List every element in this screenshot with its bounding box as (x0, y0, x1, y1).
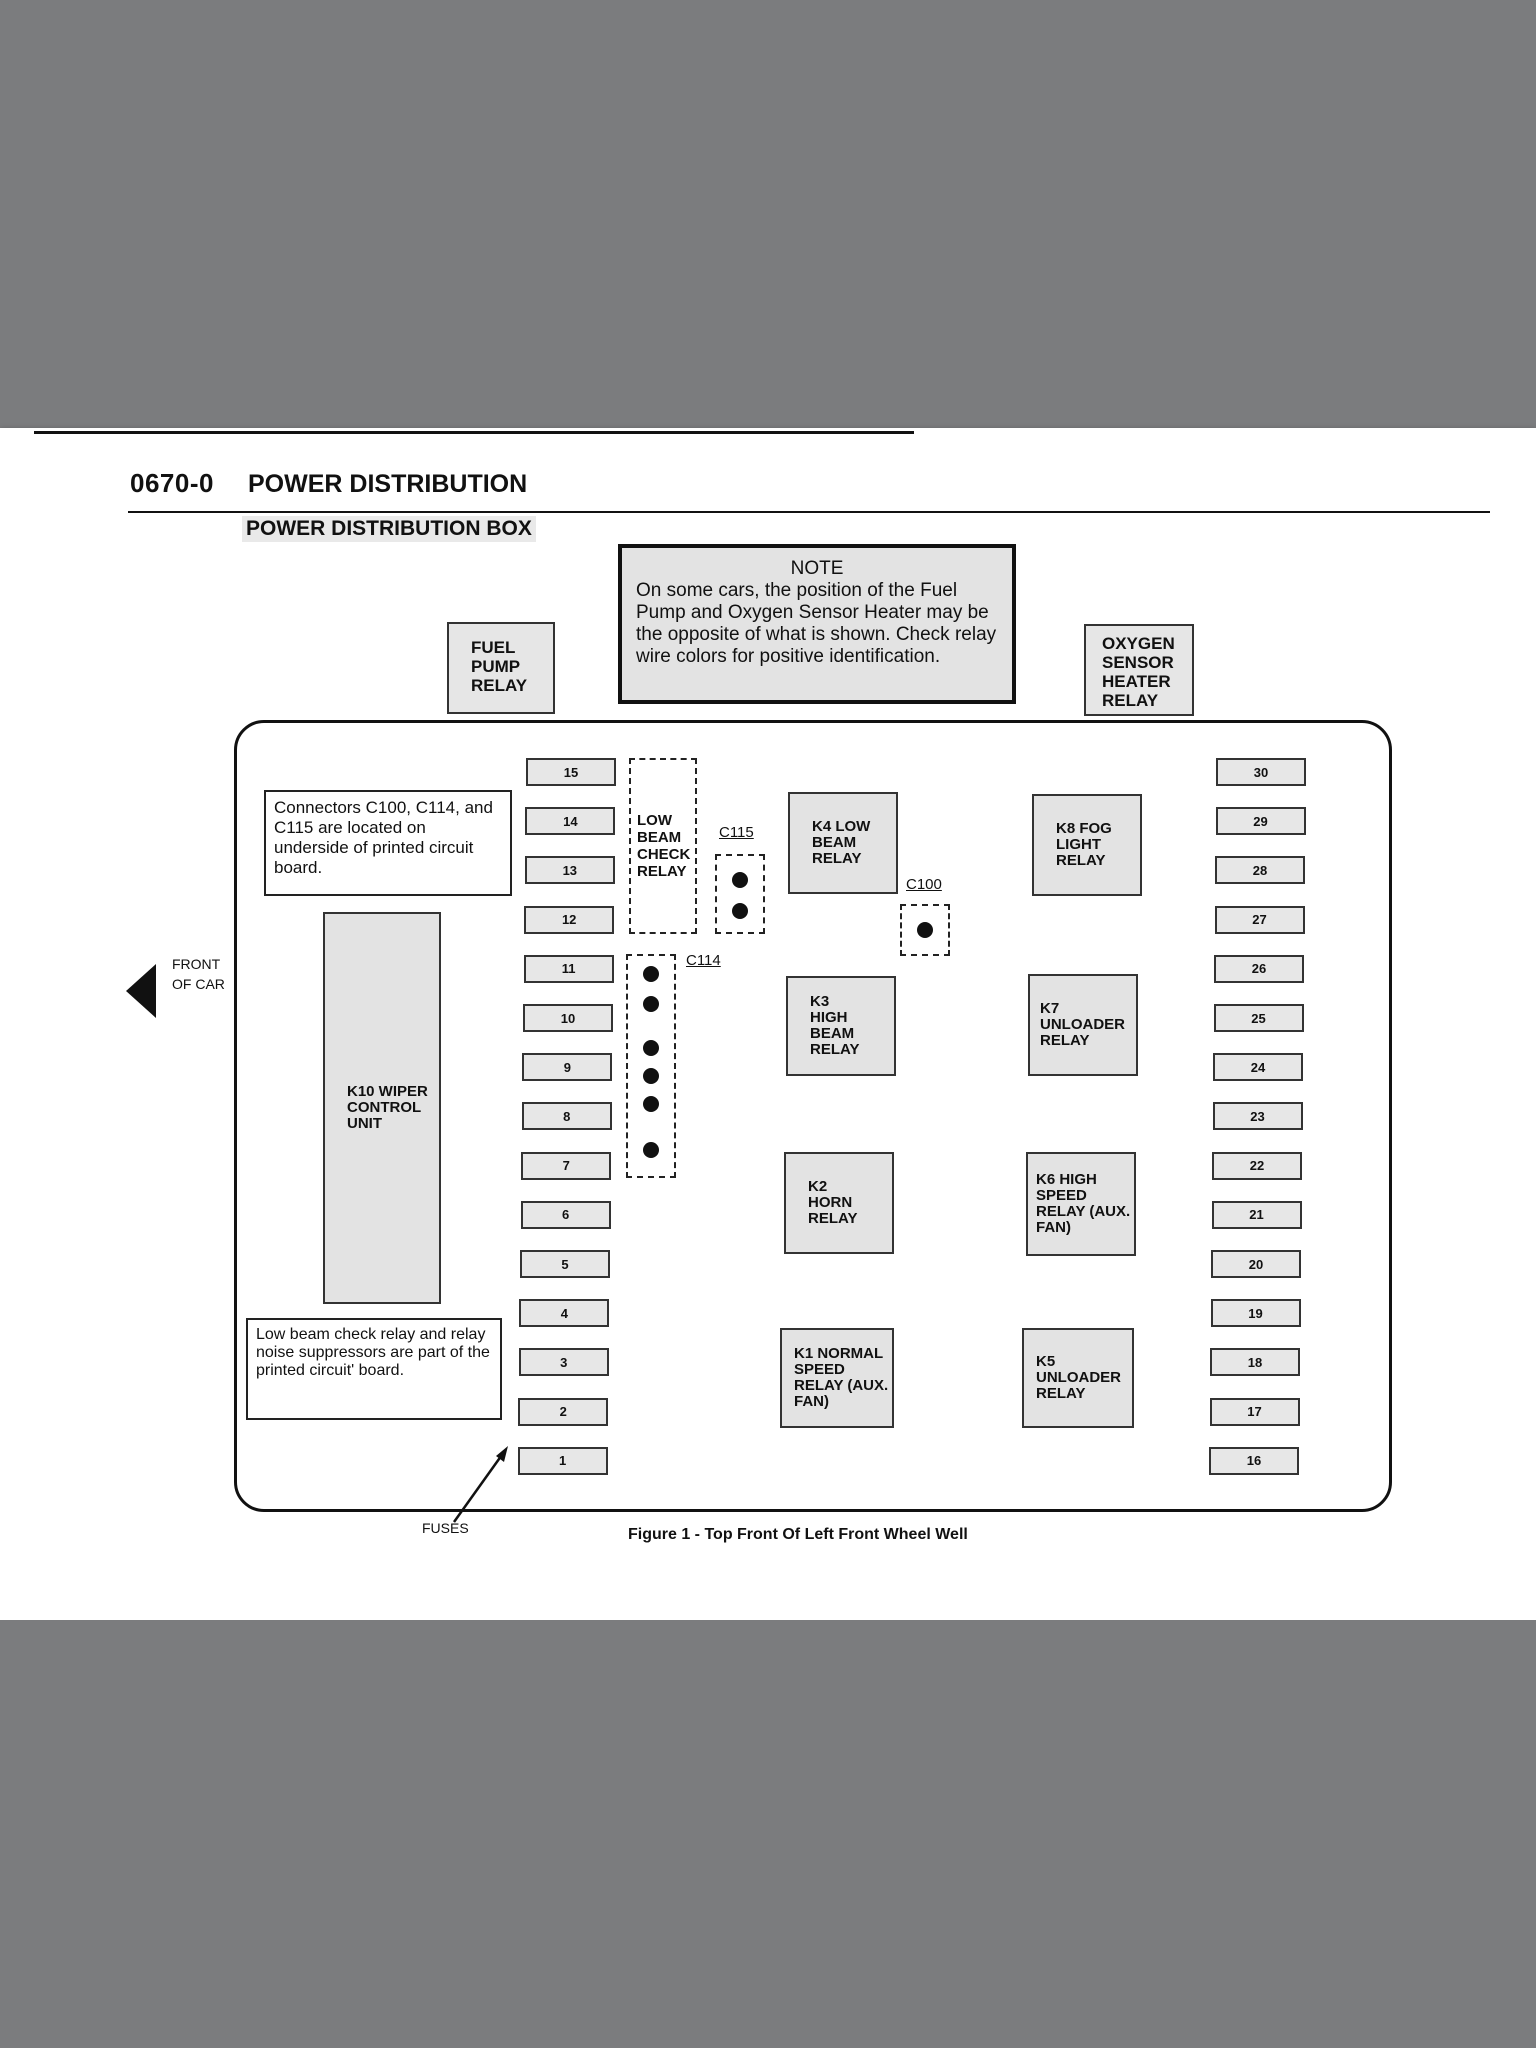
header-rule (128, 511, 1490, 513)
k7-unloader-relay: K7 UNLOADER RELAY (1028, 974, 1138, 1076)
c114-pin (643, 1096, 659, 1112)
fuse-28: 28 (1215, 856, 1305, 885)
page-subtitle: POWER DISTRIBUTION BOX (242, 516, 536, 542)
k10-label: K10 WIPER CONTROL UNIT (347, 1083, 428, 1132)
fuse-12: 12 (524, 905, 615, 934)
fuse-9: 9 (522, 1053, 613, 1082)
fuse-5: 5 (520, 1250, 610, 1278)
figure-caption: Figure 1 - Top Front Of Left Front Wheel… (628, 1526, 968, 1543)
fuel-pump-relay: FUEL PUMP RELAY (447, 622, 555, 714)
k1-normal-speed-relay: K1 NORMAL SPEED RELAY (AUX. FAN) (780, 1328, 894, 1428)
k1-label: K1 NORMAL SPEED RELAY (AUX. FAN) (794, 1345, 889, 1410)
fuse-24: 24 (1213, 1053, 1303, 1082)
fuse-22: 22 (1212, 1151, 1302, 1180)
fuse-6: 6 (520, 1200, 611, 1229)
front-of-car-label: FRONT OF CAR (172, 956, 225, 992)
fuse-18: 18 (1210, 1348, 1300, 1377)
fuse-30: 30 (1216, 758, 1306, 786)
low-beam-check-relay-label: LOW BEAM CHECK RELAY (637, 812, 691, 880)
fuse-8: 8 (521, 1102, 612, 1131)
note-box: NOTE On some cars, the position of the F… (618, 544, 1016, 704)
c115-pin (732, 903, 748, 919)
connectors-info-box: Connectors C100, C114, and C115 are loca… (264, 790, 512, 896)
k6-label: K6 HIGH SPEED RELAY (AUX. FAN) (1036, 1171, 1131, 1236)
k5-label: K5 UNLOADER RELAY (1036, 1353, 1121, 1402)
fuse-13: 13 (524, 856, 615, 885)
k4-label: K4 LOW BEAM RELAY (812, 818, 871, 867)
fuse-19: 19 (1210, 1299, 1301, 1328)
fuses-label: FUSES (422, 1520, 469, 1536)
document-page: 0670-0 POWER DISTRIBUTION POWER DISTRIBU… (0, 428, 1536, 1620)
fuse-16: 16 (1209, 1446, 1299, 1475)
fuse-7: 7 (521, 1151, 612, 1180)
fuse-27: 27 (1214, 905, 1305, 934)
fuse-1: 1 (517, 1446, 608, 1475)
c114-pin (643, 996, 659, 1012)
viewer-background-top (0, 0, 1536, 428)
low-beam-info-text: Low beam check relay and relay noise sup… (256, 1326, 490, 1379)
connector-c115-label: C115 (719, 824, 754, 841)
note-title: NOTE (790, 558, 844, 579)
fuse-4: 4 (519, 1299, 610, 1328)
connector-c114 (626, 954, 676, 1178)
section-title: POWER DISTRIBUTION (248, 470, 528, 498)
section-number: 0670-0 (130, 468, 214, 498)
fuse-21: 21 (1211, 1200, 1302, 1229)
fuse-23: 23 (1212, 1102, 1303, 1131)
connector-c115 (715, 854, 765, 934)
fuse-25: 25 (1213, 1004, 1304, 1032)
connector-c100 (900, 904, 950, 956)
k8-fog-light-relay: K8 FOG LIGHT RELAY (1032, 794, 1142, 896)
fuse-3: 3 (518, 1348, 609, 1377)
connectors-info-text: Connectors C100, C114, and C115 are loca… (274, 798, 493, 877)
c114-pin (643, 1068, 659, 1084)
k2-horn-relay: K2 HORN RELAY (784, 1152, 894, 1254)
connector-c100-label: C100 (906, 876, 942, 893)
fuses-pointer-arrow-icon (452, 1446, 508, 1523)
viewer-background-bottom (0, 1620, 1536, 2048)
fuse-17: 17 (1209, 1397, 1300, 1426)
front-of-car-arrow-icon (126, 964, 156, 1018)
k6-high-speed-relay: K6 HIGH SPEED RELAY (AUX. FAN) (1026, 1152, 1136, 1256)
c115-pin (732, 872, 748, 888)
oxygen-sensor-heater-relay: OXYGEN SENSOR HEATER RELAY (1084, 624, 1194, 716)
fuse-10: 10 (523, 1004, 613, 1032)
k2-label: K2 HORN RELAY (808, 1178, 858, 1227)
fuse-11: 11 (523, 954, 614, 983)
top-rule (34, 431, 914, 434)
c114-pin (643, 1040, 659, 1056)
fuse-14: 14 (525, 807, 616, 836)
c100-pin (917, 922, 933, 938)
c114-pin (643, 1142, 659, 1158)
k8-label: K8 FOG LIGHT RELAY (1056, 820, 1112, 869)
note-body: On some cars, the position of the Fuel P… (636, 580, 997, 667)
fuse-26: 26 (1214, 954, 1304, 983)
connector-c114-label: C114 (686, 952, 721, 969)
fuse-29: 29 (1215, 807, 1306, 836)
oxygen-sensor-heater-relay-label: OXYGEN SENSOR HEATER RELAY (1102, 634, 1175, 710)
low-beam-info-box: Low beam check relay and relay noise sup… (246, 1318, 502, 1420)
k10-wiper-control-unit: K10 WIPER CONTROL UNIT (323, 912, 441, 1304)
fuse-2: 2 (518, 1397, 609, 1426)
k3-label: K3 HIGH BEAM RELAY (810, 993, 860, 1058)
k4-low-beam-relay: K4 LOW BEAM RELAY (788, 792, 898, 894)
k5-unloader-relay: K5 UNLOADER RELAY (1022, 1328, 1134, 1428)
fuel-pump-relay-label: FUEL PUMP RELAY (471, 638, 528, 695)
fuse-15: 15 (526, 758, 616, 786)
c114-pin (643, 966, 659, 982)
fuse-20: 20 (1211, 1250, 1301, 1278)
k7-label: K7 UNLOADER RELAY (1040, 1000, 1125, 1049)
low-beam-check-relay: LOW BEAM CHECK RELAY (629, 758, 697, 934)
k3-high-beam-relay: K3 HIGH BEAM RELAY (786, 976, 896, 1076)
